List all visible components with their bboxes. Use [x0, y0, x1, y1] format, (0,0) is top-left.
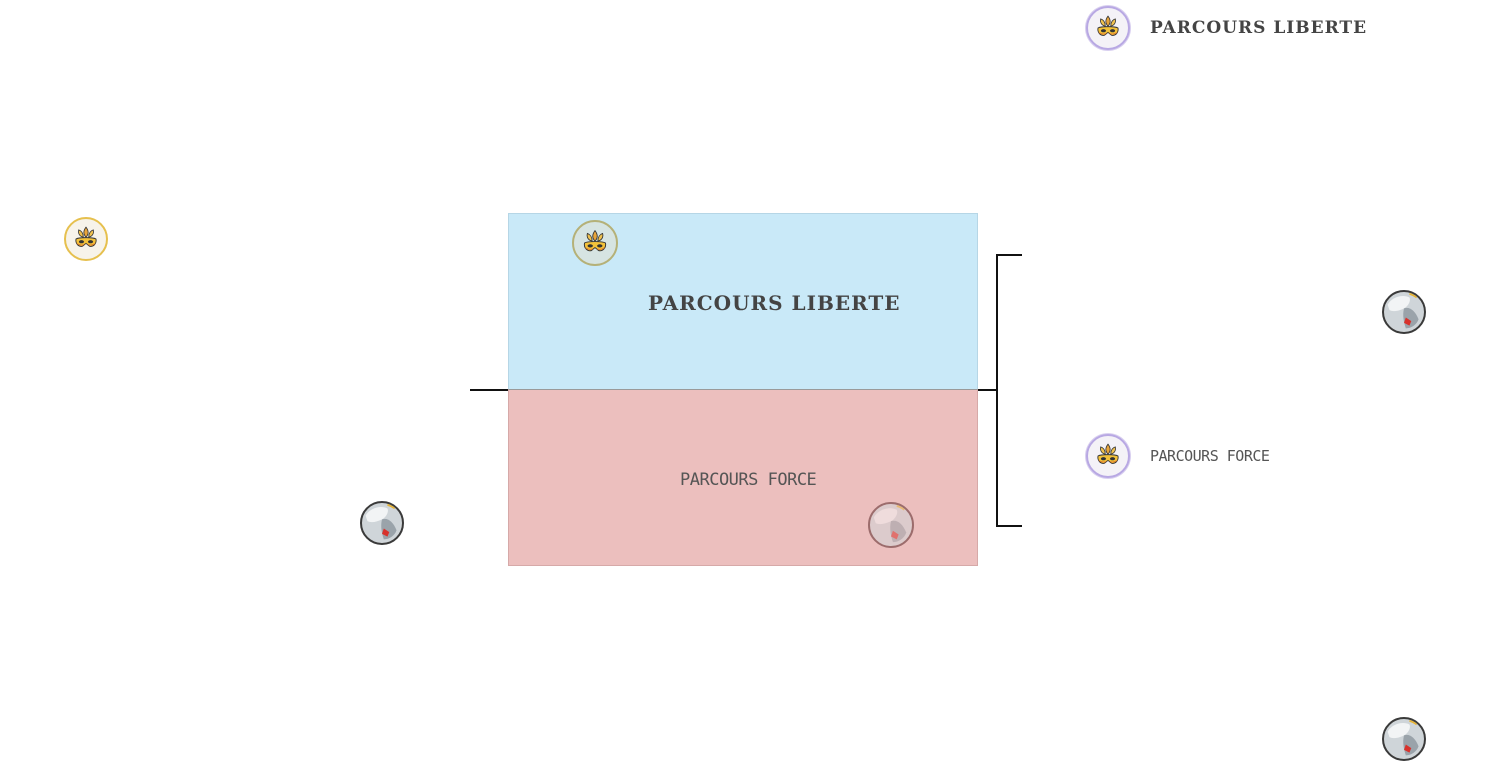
- legend-label-liberte: PARCOURS LIBERTE: [1150, 18, 1368, 38]
- hammer-icon: [868, 502, 914, 548]
- legend-label-force: PARCOURS FORCE: [1150, 447, 1270, 465]
- mask-icon: [572, 220, 618, 266]
- carnival-mask-icon: [66, 219, 106, 259]
- hammer-icon: [1384, 292, 1424, 332]
- bracket-top-arm: [996, 254, 1022, 256]
- connector-right-stub: [978, 389, 997, 391]
- panel-label-force: PARCOURS FORCE: [680, 470, 817, 490]
- hammer-icon: [1384, 719, 1424, 759]
- mask-icon: [1086, 434, 1130, 478]
- mask-icon: [1086, 6, 1130, 50]
- bracket-bottom-arm: [996, 525, 1022, 527]
- hammer-icon: [360, 501, 404, 545]
- panel-liberte: PARCOURS LIBERTE: [508, 213, 978, 389]
- bracket-vertical: [996, 254, 998, 527]
- connector-left: [470, 389, 508, 391]
- hammer-icon: [870, 504, 912, 546]
- panel-force: PARCOURS FORCE: [508, 389, 978, 566]
- hammer-icon: [362, 503, 402, 543]
- hammer-icon: [1382, 290, 1426, 334]
- panel-label-liberte: PARCOURS LIBERTE: [648, 291, 901, 315]
- mask-icon: [64, 217, 108, 261]
- carnival-mask-icon: [1088, 436, 1128, 476]
- carnival-mask-icon: [574, 222, 616, 264]
- hammer-icon: [1382, 717, 1426, 761]
- carnival-mask-icon: [1088, 8, 1128, 48]
